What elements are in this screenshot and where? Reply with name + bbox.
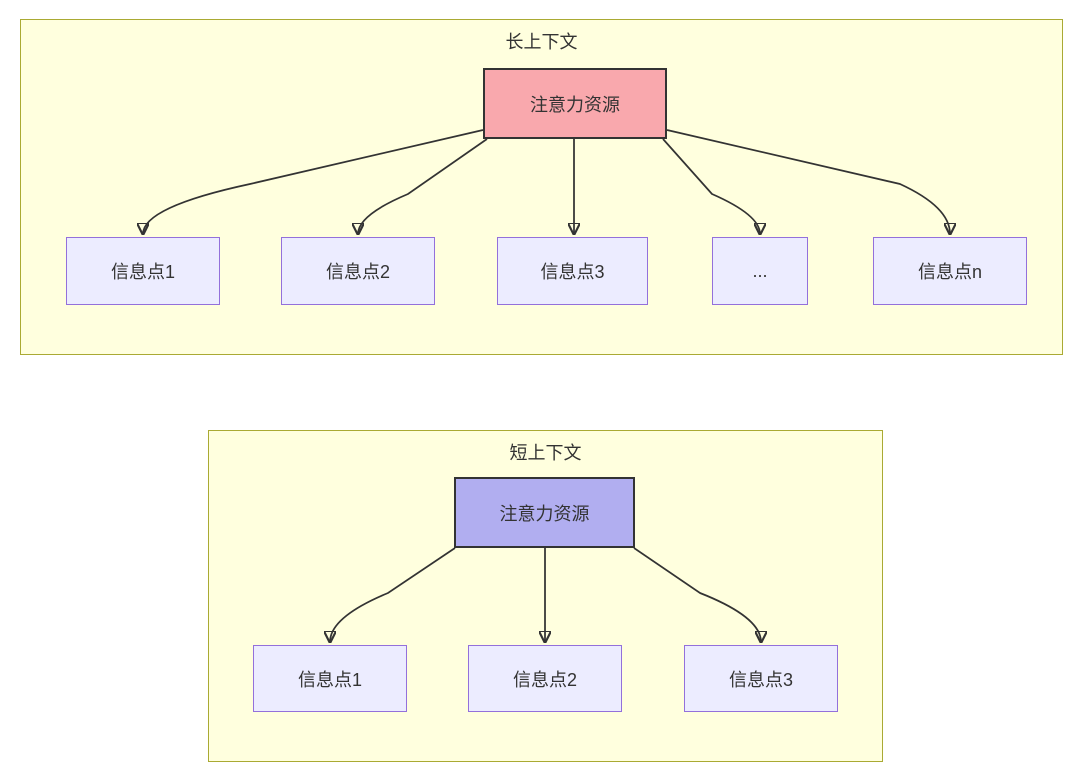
long-info-node-3-label: 信息点3 — [540, 262, 605, 282]
long-info-node-2-label: 信息点2 — [325, 262, 390, 282]
long-attention-resource-label: 注意力资源 — [530, 94, 620, 115]
long-info-node-n: 信息点n — [873, 237, 1027, 305]
long-info-node-2: 信息点2 — [281, 237, 435, 305]
long-context-title: 长上下文 — [505, 32, 578, 52]
short-info-node-2-label: 信息点2 — [512, 669, 577, 690]
long-attention-resource-node: 注意力资源 — [483, 68, 667, 139]
long-info-node-ellipsis-label: ... — [752, 260, 768, 281]
short-info-node-1: 信息点1 — [253, 645, 407, 712]
short-attention-resource-node: 注意力资源 — [454, 477, 635, 548]
long-info-node-1: 信息点1 — [66, 237, 220, 305]
long-info-node-ellipsis: ... — [712, 237, 808, 305]
short-info-node-1-label: 信息点1 — [297, 669, 362, 690]
short-info-node-2: 信息点2 — [468, 645, 622, 712]
short-attention-resource-label: 注意力资源 — [499, 503, 590, 524]
short-context-title: 短上下文 — [509, 443, 582, 463]
short-info-node-3: 信息点3 — [684, 645, 838, 712]
long-info-node-1-label: 信息点1 — [110, 262, 175, 282]
short-info-node-3-label: 信息点3 — [728, 669, 793, 690]
long-info-node-3: 信息点3 — [497, 237, 648, 305]
long-info-node-n-label: 信息点n — [917, 262, 982, 282]
